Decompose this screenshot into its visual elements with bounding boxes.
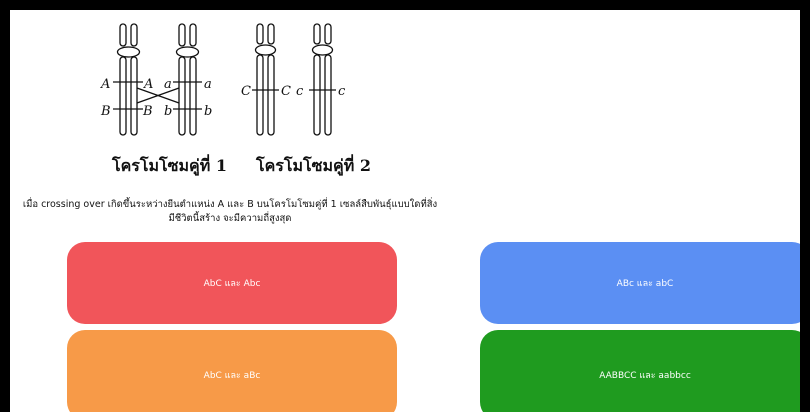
answer-label-2: ABc และ abC (616, 279, 674, 289)
label-pair2-C1: C (241, 84, 251, 99)
question-text: เมื่อ crossing over เกิดขึ้นระหว่างยีนตำ… (10, 198, 450, 226)
answer-label-3: AbC และ aBc (203, 371, 261, 381)
label-pair2-c1: c (296, 84, 304, 99)
quiz-frame: A B A B a b a b C C c c โครโมโซมคู่ที่ 1… (10, 10, 800, 412)
label-inner-A: A (143, 77, 153, 92)
chromosome-figure: A B A B a b a b C C c c โครโมโซมคู่ที่ 1… (80, 18, 400, 190)
pair2-chromosome-2 (309, 23, 336, 136)
label-pair2-C2: C (281, 84, 291, 99)
question-line-2: มีชีวิตนี้สร้าง จะมีความถี่สูงสุด (168, 213, 292, 224)
label-left-B: B (100, 104, 111, 119)
pair1-chromosome-2 (173, 23, 202, 136)
pair1-chromosome-1 (113, 23, 143, 136)
answer-label-4: AABBCC และ aabbcc (599, 371, 691, 381)
pair2-chromosome-1 (252, 23, 279, 136)
pair1-caption: โครโมโซมคู่ที่ 1 (112, 156, 227, 175)
answer-button-4[interactable]: AABBCC และ aabbcc (480, 330, 800, 412)
label-right-a: a (204, 77, 212, 92)
crossover-line-2 (136, 87, 180, 104)
label-pair2-c2: c (338, 84, 346, 99)
label-inner-b: b (164, 104, 172, 119)
label-inner-B: B (142, 104, 153, 119)
label-inner-a: a (164, 77, 172, 92)
answer-button-2[interactable]: ABc และ abC (480, 242, 800, 324)
label-right-b: b (204, 104, 212, 119)
answer-button-3[interactable]: AbC และ aBc (67, 330, 397, 412)
pair2-caption: โครโมโซมคู่ที่ 2 (256, 156, 371, 175)
answer-button-1[interactable]: AbC และ Abc (67, 242, 397, 324)
question-line-1: เมื่อ crossing over เกิดขึ้นระหว่างยีนตำ… (22, 199, 438, 210)
answer-label-1: AbC และ Abc (203, 279, 261, 289)
label-left-A: A (100, 77, 110, 92)
chromosome-diagram: A B A B a b a b C C c c (100, 23, 346, 136)
